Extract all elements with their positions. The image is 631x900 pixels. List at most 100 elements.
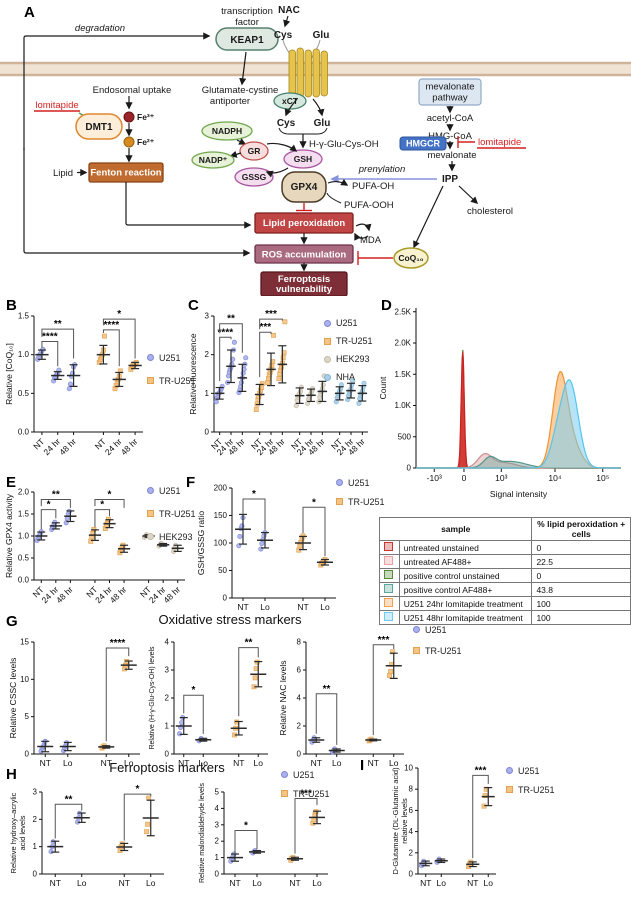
data-point [238, 379, 245, 386]
antiporter-label: Glutamate-cystine [202, 85, 279, 96]
svg-text:48 hr: 48 hr [161, 584, 182, 605]
data-point [102, 333, 107, 339]
fe2-label: Fe²⁺ [137, 137, 155, 147]
svg-text:0.0: 0.0 [18, 576, 30, 585]
svg-text:500: 500 [398, 432, 412, 441]
significance-label: *** [259, 322, 271, 333]
legend-marker-icon [336, 498, 343, 505]
glu-mid-label: Glu [314, 118, 331, 129]
svg-text:NT: NT [420, 878, 431, 888]
svg-text:Lo: Lo [254, 758, 264, 768]
svg-text:2: 2 [297, 722, 302, 731]
svg-text:NT: NT [233, 758, 244, 768]
sample-value-cell: 0 [531, 540, 631, 555]
svg-text:Lo: Lo [332, 758, 342, 768]
svg-text:24 hr: 24 hr [103, 436, 124, 457]
svg-text:GSH/GSSG ratio: GSH/GSSG ratio [196, 511, 206, 576]
sample-color-swatch-icon [384, 598, 393, 607]
nadp-label: NADP⁺ [199, 155, 228, 165]
svg-text:Lo: Lo [320, 602, 330, 612]
sample-value-cell: 0 [531, 568, 631, 583]
svg-text:NT: NT [368, 758, 379, 768]
nadph-node [201, 121, 253, 141]
legend-item-u251: U251 [506, 761, 555, 780]
significance-label: ** [54, 319, 62, 330]
significance-label: * [192, 685, 196, 696]
significance-label: **** [104, 320, 120, 331]
svg-text:NT: NT [178, 758, 189, 768]
dmt1-node [75, 113, 123, 140]
gr-node [239, 141, 269, 161]
sample-value-cell: 100 [531, 596, 631, 611]
lomitapide-left-label: lomitapide [35, 100, 78, 111]
legend-item-u251: U251 [324, 314, 373, 332]
svg-text:8: 8 [297, 638, 302, 647]
legend-marker-icon [147, 510, 154, 517]
legend-item-u251: U251 [281, 765, 330, 784]
significance-label: **** [110, 638, 126, 649]
significance-label: **** [42, 332, 58, 343]
data-point [390, 649, 396, 655]
svg-text:1.5K: 1.5K [395, 370, 412, 379]
svg-text:Count: Count [378, 376, 388, 399]
sample-value-cell: 22.5 [531, 554, 631, 569]
sample-color-swatch-icon [384, 584, 393, 593]
svg-text:Lo: Lo [77, 878, 87, 888]
data-point [253, 666, 259, 672]
gpx4-label: GPX4 [291, 182, 318, 193]
gpx4-node [281, 171, 327, 203]
svg-text:NT: NT [50, 878, 61, 888]
degradation-arrow [23, 32, 211, 150]
legend-item-hek293: HEK293 [147, 525, 196, 548]
svg-text:5: 5 [25, 712, 30, 721]
significance-label: * [312, 497, 316, 508]
svg-text:4: 4 [165, 638, 170, 647]
svg-text:200: 200 [214, 484, 228, 493]
svg-text:10: 10 [404, 764, 413, 773]
data-point [482, 793, 488, 799]
legend-label: HEK293 [336, 354, 370, 364]
significance-label: * [136, 784, 140, 795]
legend-marker-icon [336, 479, 343, 486]
svg-text:acid levels: acid levels [18, 815, 27, 850]
svg-text:0: 0 [223, 594, 228, 603]
legend-item-hek293: HEK293 [324, 350, 373, 368]
significance-label: * [100, 500, 104, 511]
svg-text:150: 150 [214, 511, 228, 520]
data-point [145, 821, 151, 827]
svg-text:NT: NT [311, 758, 322, 768]
svg-text:3: 3 [205, 312, 210, 321]
histogram-curve [416, 349, 621, 468]
svg-text:24 hr: 24 hr [41, 436, 62, 457]
data-point [388, 668, 394, 674]
legend-marker-icon [281, 771, 288, 778]
svg-text:48 hr: 48 hr [54, 584, 75, 605]
panel-label-h: H [6, 766, 17, 783]
gsh-node [283, 149, 323, 169]
gssg-label: GSSG [242, 172, 267, 182]
panel-label-g: G [6, 613, 18, 630]
svg-text:1: 1 [165, 722, 170, 731]
legend-label: U251 [348, 477, 370, 488]
significance-label: ** [323, 684, 331, 695]
svg-text:0: 0 [462, 473, 467, 483]
data-point [243, 355, 249, 361]
svg-text:48 hr: 48 hr [119, 436, 140, 457]
cys-top-label: Cys [274, 30, 293, 41]
legend-marker-icon [147, 354, 154, 361]
svg-text:Relative fluorescence: Relative fluorescence [188, 333, 198, 415]
significance-label: * [47, 500, 51, 511]
svg-text:0.5: 0.5 [18, 554, 30, 563]
legend-marker-icon [506, 767, 513, 774]
svg-text:NT: NT [237, 602, 248, 612]
fenton-label: Fenton reaction [90, 168, 161, 179]
legend-label: TR-U251 [336, 336, 373, 346]
